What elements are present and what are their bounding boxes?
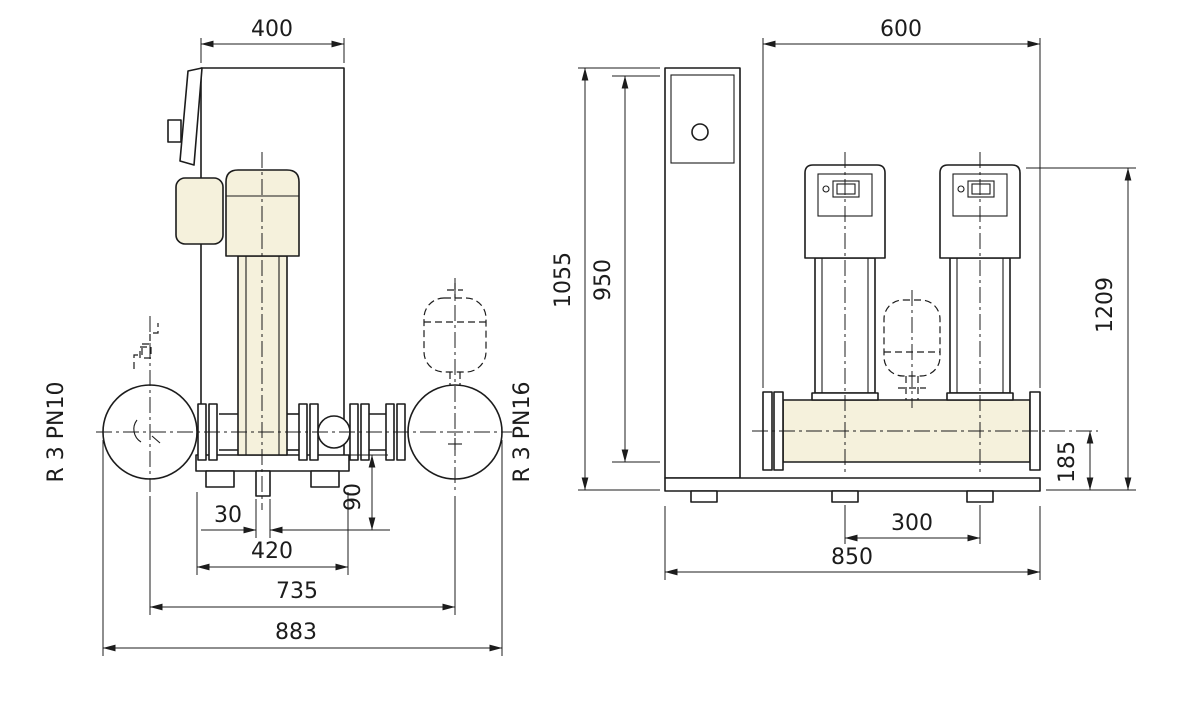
suction-port-label: R 3 PN10 xyxy=(44,382,69,483)
dimension-label: 850 xyxy=(831,545,873,570)
dim-overall-length: 883 xyxy=(102,440,503,656)
base-frame xyxy=(664,477,1041,492)
foot-block-right xyxy=(310,470,340,488)
base-plate xyxy=(195,454,350,472)
display-screen-inner xyxy=(836,183,856,195)
foot-block xyxy=(690,490,718,503)
center-support xyxy=(255,470,271,497)
dimension-label: 950 xyxy=(591,259,616,301)
control-button xyxy=(822,185,830,193)
display-screen-inner xyxy=(971,183,991,195)
cabinet-side-panel xyxy=(179,67,203,166)
dim-frame-height: 950 xyxy=(591,75,660,463)
pump-unit-1 xyxy=(804,164,886,401)
front-view: 600 1055 950 1209 185 300 xyxy=(551,17,1136,580)
dim-manifold-axis-height: 185 xyxy=(1055,430,1094,491)
display-screen xyxy=(832,180,860,198)
dimension-label: 1055 xyxy=(551,252,576,308)
dimension-label: 30 xyxy=(214,503,242,528)
dim-base-length: 420 xyxy=(196,492,349,575)
dim-frame-width: 400 xyxy=(200,17,345,63)
dimension-label: 185 xyxy=(1055,441,1080,483)
dim-port-span: 735 xyxy=(149,496,456,615)
pressure-sensor-box xyxy=(139,346,152,359)
cabinet-lock-hole xyxy=(691,123,709,141)
terminal-box xyxy=(175,177,224,245)
discharge-port-label: R 3 PN16 xyxy=(510,382,535,483)
foot-block xyxy=(831,490,859,503)
dim-top-width: 600 xyxy=(762,17,1041,388)
dimension-label: 735 xyxy=(276,579,318,604)
dimension-label: 90 xyxy=(341,483,366,511)
cabinet-door-panel xyxy=(670,74,735,164)
flange-center-mark xyxy=(151,435,161,444)
foot-block-left xyxy=(205,470,235,488)
dimension-label: 420 xyxy=(251,539,293,564)
dimension-label: 300 xyxy=(891,511,933,536)
control-cabinet xyxy=(664,67,741,479)
panel-clip xyxy=(167,119,182,143)
dim-overall-height: 1209 xyxy=(1026,167,1136,491)
dimension-label: 400 xyxy=(251,17,293,42)
side-view: 400 30 90 420 735 xyxy=(44,17,535,656)
frame-outline xyxy=(200,67,345,455)
control-button xyxy=(957,185,965,193)
dim-pump-spacing: 300 xyxy=(844,505,981,544)
dim-base-width: 850 xyxy=(664,506,1041,580)
dim-pipe-height: 90 xyxy=(341,454,388,531)
pressure-sensor-symbol xyxy=(133,323,159,369)
dimension-label: 600 xyxy=(880,17,922,42)
dimension-label: 883 xyxy=(275,620,317,645)
dim-cabinet-height: 1055 xyxy=(551,67,660,491)
foot-block xyxy=(966,490,994,503)
dimension-label: 1209 xyxy=(1093,277,1118,333)
display-screen xyxy=(967,180,995,198)
